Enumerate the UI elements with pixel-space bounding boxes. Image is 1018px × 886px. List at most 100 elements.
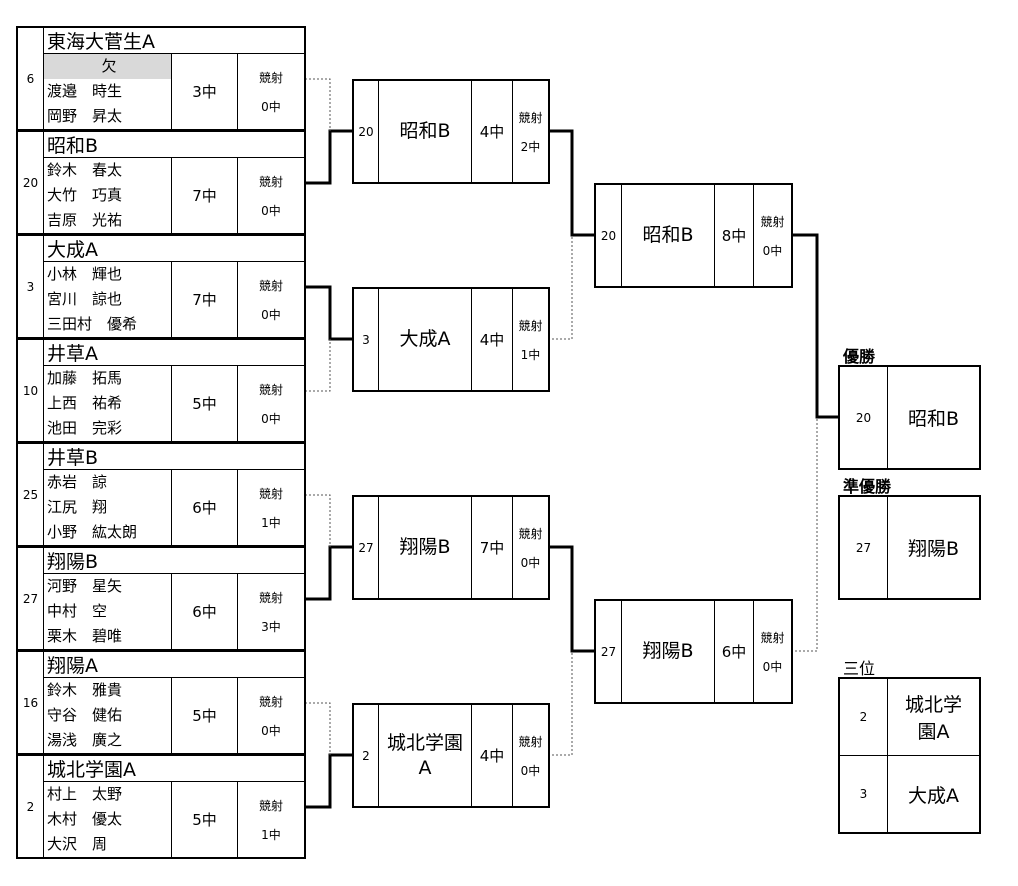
shootoff-cell: 競射 0中 [238, 678, 304, 753]
team-seed: 2 [18, 756, 44, 857]
shootoff-label: 競射 [518, 110, 543, 125]
shootoff-score: 0中 [520, 763, 541, 778]
member-list: 小林 輝也宮川 諒也三田村 優希 [44, 262, 172, 337]
match-score: 4中 [472, 289, 513, 390]
match-score: 8中 [715, 185, 754, 286]
shootoff-cell: 競射 0中 [238, 262, 304, 337]
match-score: 6中 [715, 601, 754, 702]
member-name: 大竹 巧真 [47, 186, 123, 204]
team-seed: 27 [18, 548, 44, 649]
member-name: 中村 空 [47, 602, 108, 620]
member-name: 渡邉 時生 [47, 82, 123, 100]
team-seed: 3 [18, 236, 44, 337]
member-list: 鈴木 雅貴守谷 健佑湯浅 廣之 [44, 678, 172, 753]
match-seed: 27 [354, 497, 379, 598]
shootoff-label: 競射 [258, 486, 283, 501]
member-list: 村上 太野木村 優太大沢 周 [44, 782, 172, 857]
team-score: 3中 [172, 54, 238, 129]
team-name: 翔陽B [44, 548, 304, 574]
member-list: 赤岩 諒江尻 翔小野 紘太朗 [44, 470, 172, 545]
shootoff-label: 競射 [258, 278, 283, 293]
team-seed: 20 [18, 132, 44, 233]
shootoff-label: 競射 [760, 214, 785, 229]
match-team-name: 昭和B [622, 185, 715, 286]
match-seed: 20 [596, 185, 622, 286]
member-list: 鈴木 春太大竹 巧真吉原 光祐 [44, 158, 172, 233]
shootoff-label: 競射 [258, 798, 283, 813]
shootoff-score: 0中 [261, 99, 281, 114]
third-name: 大成A [908, 784, 959, 807]
team-seed: 10 [18, 340, 44, 441]
match-seed: 27 [596, 601, 622, 702]
team-score: 6中 [172, 470, 238, 545]
shootoff-label: 競射 [518, 318, 543, 333]
member-name: 上西 祐希 [47, 394, 123, 412]
shootoff-label: 競射 [258, 174, 283, 189]
team-score: 7中 [172, 262, 238, 337]
team-name: 井草B [44, 444, 304, 470]
shootoff-score: 1中 [520, 347, 541, 362]
shootoff-score: 0中 [261, 723, 281, 738]
match-seed: 20 [354, 81, 379, 182]
third-seed: 2 [840, 679, 888, 756]
shootoff-score: 0中 [762, 243, 783, 258]
team-seed: 16 [18, 652, 44, 753]
winner-name: 昭和B [907, 408, 960, 430]
member-name: 村上 太野 [47, 785, 123, 803]
winner-lines [305, 129, 838, 809]
shootoff-score: 1中 [261, 515, 281, 530]
member-name: 三田村 優希 [47, 315, 138, 333]
member-name: 吉原 光祐 [47, 211, 123, 229]
third-name: 城北学園A [888, 679, 979, 756]
member-name: 河野 星矢 [47, 577, 123, 595]
match-seed: 3 [354, 289, 379, 390]
third-box: 2 城北学園A 3 大成A [838, 677, 981, 834]
member-name: 守谷 健佑 [47, 706, 123, 724]
member-list: 加藤 拓馬上西 祐希池田 完彩 [44, 366, 172, 441]
member-name: 木村 優太 [47, 810, 123, 828]
shootoff-cell: 競射 1中 [513, 289, 548, 390]
match-score: 4中 [472, 705, 513, 806]
round1-match-box: 2 城北学園A 4中 競射 0中 [352, 703, 550, 808]
shootoff-score: 3中 [261, 619, 281, 634]
match-seed: 2 [354, 705, 379, 806]
shootoff-label: 競射 [258, 590, 283, 605]
loser-lines [305, 78, 818, 756]
team-name: 翔陽A [44, 652, 304, 678]
shootoff-score: 0中 [762, 659, 783, 674]
match-team-name: 城北学園A [379, 705, 472, 806]
member-name: 加藤 拓馬 [47, 369, 123, 387]
shootoff-label: 競射 [518, 734, 543, 749]
runner-up-box: 27 翔陽B [838, 495, 981, 600]
match-team-name: 昭和B [379, 81, 472, 182]
shootoff-cell: 競射 0中 [513, 705, 548, 806]
shootoff-score: 0中 [520, 555, 541, 570]
match-score: 4中 [472, 81, 513, 182]
member-list: 欠渡邉 時生岡野 昇太 [44, 54, 172, 129]
member-name: 江尻 翔 [47, 498, 108, 516]
member-name: 岡野 昇太 [47, 107, 123, 125]
team-score: 7中 [172, 158, 238, 233]
team-name: 昭和B [44, 132, 304, 158]
shootoff-score: 0中 [261, 307, 281, 322]
team-name: 東海大菅生A [44, 28, 304, 54]
match-team-name: 翔陽B [379, 497, 472, 598]
shootoff-label: 競射 [258, 694, 283, 709]
